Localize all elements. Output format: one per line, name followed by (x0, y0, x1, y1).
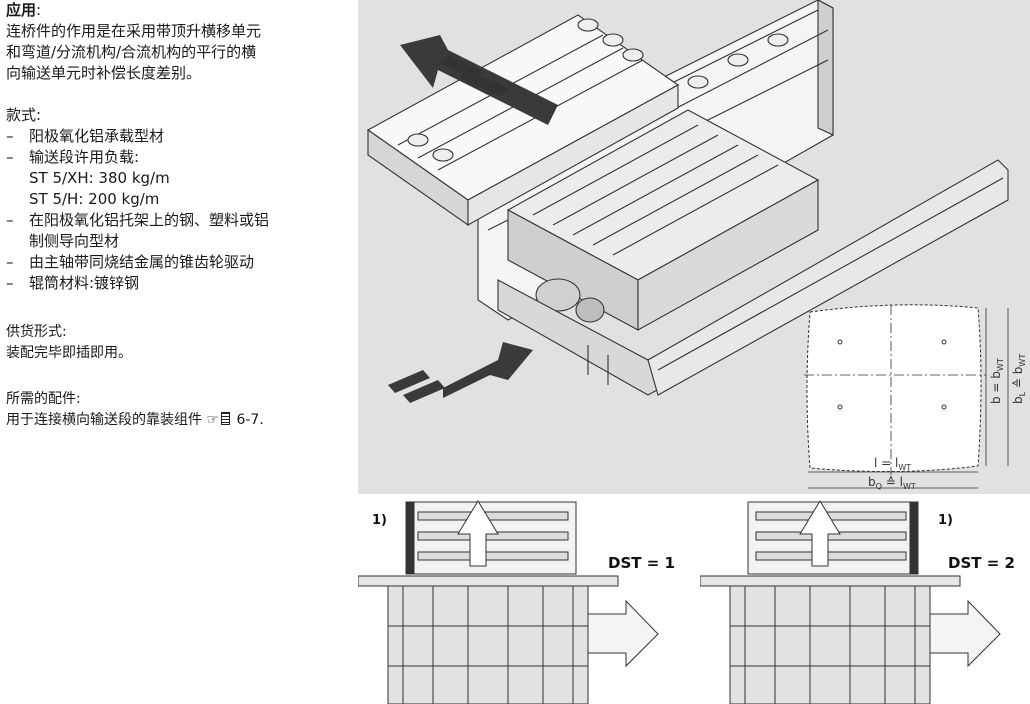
dim-bl-label: bL ≙ bWT (1011, 354, 1027, 404)
description-column: 应用: 连桥件的作用是在采用带顶升横移单元 和弯道/分流机构/合流机构的平行的横… (6, 0, 346, 431)
application-heading: 应用: (6, 1, 42, 19)
dst1-label: DST = 1 (608, 554, 675, 572)
side-guide-2 (909, 501, 919, 575)
pallet-dimension-drawing (804, 304, 1009, 489)
list-item: –阳极氧化铝承载型材 (6, 127, 165, 145)
dst2-label: DST = 2 (948, 554, 1015, 572)
accessory-heading: 所需的配件: (6, 391, 81, 407)
side-guide-1 (405, 501, 415, 575)
arrow-icon (457, 500, 499, 567)
conveyor-drawing: b = bWT bL ≙ bWT l = lWT bQ ≙ lWT (366, 0, 1027, 491)
version-heading: 款式: (6, 106, 42, 124)
note-1-label: 1) (938, 513, 953, 528)
arrow-icon (388, 35, 558, 403)
load-xh: ST 5/XH: 380 kg/m (29, 169, 170, 187)
arrow-icon (587, 599, 659, 668)
conveyor-machine (366, 0, 1009, 396)
application-body-line-2: 和弯道/分流机构/合流机构的平行的横 (6, 43, 257, 61)
dst1-figure: 1) DST = 1 (358, 496, 688, 704)
list-item: –由主轴带同烧结金属的锥齿轮驱动 (6, 253, 255, 271)
document-icon (221, 412, 231, 425)
delivery-heading: 供货形式: (6, 324, 67, 340)
list-item: –在阳极氧化铝托架上的钢、塑料或铝制侧导向型材 (6, 211, 270, 250)
dim-bq-label: bQ ≙ lWT (868, 475, 916, 491)
application-body-line-3: 向输送单元时补偿长度差别。 (6, 64, 202, 82)
dst1-drawing: 1) DST = 1 (358, 500, 675, 704)
note-1-label: 1) (372, 513, 387, 528)
dst2-drawing: 1) DST = 2 (700, 500, 1015, 704)
delivery-body: 装配完毕即插即用。 (6, 345, 132, 361)
dimension-labels: b = bWT bL ≙ bWT l = lWT bQ ≙ lWT (868, 354, 1027, 491)
accessory-body: 用于连接横向输送段的靠装组件 ☞ 6-7. (6, 412, 264, 428)
arrow-icon (799, 500, 841, 567)
conveyor-figure: b = bWT bL ≙ bWT l = lWT bQ ≙ lWT (358, 0, 1030, 494)
arrow-icon (929, 599, 1001, 668)
application-body-line-1: 连桥件的作用是在采用带顶升横移单元 (6, 22, 262, 40)
load-h: ST 5/H: 200 kg/m (29, 190, 160, 208)
dim-l-label: l = lWT (874, 456, 911, 472)
pointing-hand-icon: ☞ (206, 412, 220, 428)
list-item: –辊筒材料:镀锌钢 (6, 274, 140, 292)
dim-b-label: b = bWT (989, 358, 1005, 404)
dst2-figure: 1) DST = 2 (700, 496, 1030, 704)
